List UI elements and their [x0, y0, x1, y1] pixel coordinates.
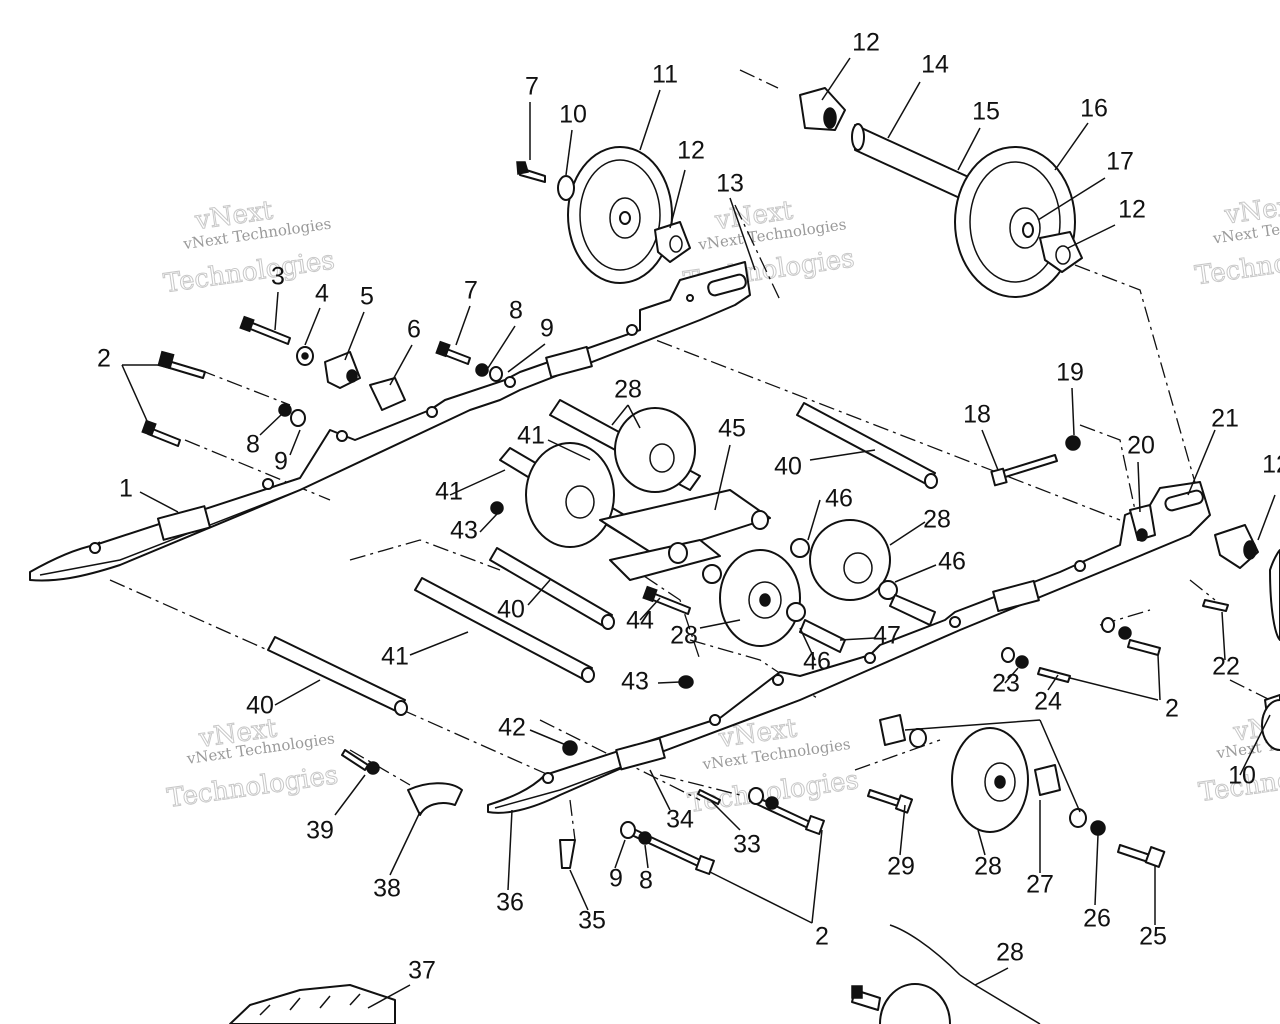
callout-38: 38	[373, 875, 401, 903]
callout-2: 2	[97, 345, 111, 373]
callout-45: 45	[718, 415, 746, 443]
callout-28: 28	[923, 506, 951, 534]
upper-idler-wheel-left	[516, 146, 691, 284]
callout-9: 9	[274, 448, 288, 476]
callout-42: 42	[498, 714, 526, 742]
callout-43: 43	[450, 517, 478, 545]
watermark-right-upper: vNext vNext Technologies Technologies	[1193, 189, 1280, 292]
callout-2: 2	[815, 923, 829, 951]
callout-9: 9	[540, 315, 554, 343]
hardware-lower-left	[341, 740, 825, 875]
right-edge-fragments	[1261, 549, 1280, 751]
callout-46: 46	[938, 548, 966, 576]
callout-25: 25	[1139, 923, 1167, 951]
hardware-right-rear	[990, 435, 1280, 726]
callout-4: 4	[315, 280, 329, 308]
callout-37: 37	[408, 957, 436, 985]
callout-8: 8	[639, 867, 653, 895]
callout-28: 28	[670, 622, 698, 650]
callout-5: 5	[360, 283, 374, 311]
callout-28: 28	[996, 939, 1024, 967]
callout-40: 40	[497, 596, 525, 624]
callout-47: 47	[873, 622, 901, 650]
callout-18: 18	[963, 401, 991, 429]
callout-41: 41	[517, 422, 545, 450]
left-slide-rail	[29, 261, 751, 582]
callout-41: 41	[435, 478, 463, 506]
callout-44: 44	[626, 607, 654, 635]
callout-28: 28	[614, 376, 642, 404]
callout-26: 26	[1083, 905, 1111, 933]
callout-46: 46	[825, 485, 853, 513]
callout-33: 33	[733, 831, 761, 859]
callout-40: 40	[246, 692, 274, 720]
callout-3: 3	[271, 263, 285, 291]
callout-20: 20	[1127, 432, 1155, 460]
callout-27: 27	[1026, 871, 1054, 899]
callout-12: 12	[677, 137, 705, 165]
cross-shafts	[267, 402, 938, 716]
callout-numbers: 12 14 11 7 10 15 16 12 13 17 12 3 4 5 7 …	[97, 29, 1280, 985]
callout-36: 36	[496, 889, 524, 917]
watermark-left-lower: vNext vNext Technologies Technologies	[165, 713, 341, 815]
bottom-track-fragment	[229, 984, 396, 1024]
callout-12: 12	[1262, 451, 1280, 479]
callout-41: 41	[381, 643, 409, 671]
callout-10: 10	[559, 101, 587, 129]
watermark-text: Technologies	[165, 760, 340, 814]
bottom-wheel-fragment	[851, 924, 1041, 1024]
watermark-left-upper: vNext vNext Technologies Technologies	[161, 195, 337, 300]
callout-35: 35	[578, 907, 606, 935]
callout-39: 39	[306, 817, 334, 845]
callout-10: 10	[1228, 762, 1256, 790]
center-wheel-assembly	[490, 399, 771, 581]
callout-9: 9	[609, 865, 623, 893]
callout-24: 24	[1034, 688, 1062, 716]
callout-29: 29	[887, 853, 915, 881]
hardware-left-upper	[141, 315, 503, 447]
callout-34: 34	[666, 806, 694, 834]
callout-40: 40	[774, 453, 802, 481]
callout-15: 15	[972, 98, 1000, 126]
lower-rear-wheel	[867, 714, 1166, 868]
callout-8: 8	[509, 297, 523, 325]
callout-19: 19	[1056, 359, 1084, 387]
callout-6: 6	[407, 316, 421, 344]
callout-14: 14	[921, 51, 949, 79]
upper-idler-wheel-right	[799, 87, 1083, 298]
callout-23: 23	[992, 670, 1020, 698]
callout-7: 7	[464, 277, 478, 305]
callout-21: 21	[1211, 405, 1239, 433]
callout-17: 17	[1106, 148, 1134, 176]
callout-12: 12	[852, 29, 880, 57]
callout-2: 2	[1165, 695, 1179, 723]
callout-7: 7	[525, 73, 539, 101]
callout-11: 11	[652, 61, 678, 89]
callout-28: 28	[974, 853, 1002, 881]
callout-13: 13	[716, 170, 744, 198]
callout-43: 43	[621, 668, 649, 696]
leader-lines	[121, 57, 1276, 1009]
callout-22: 22	[1212, 653, 1240, 681]
callout-8: 8	[246, 431, 260, 459]
watermark-text: Technologies	[162, 246, 337, 300]
lower-center-wheels	[642, 519, 936, 689]
callout-16: 16	[1080, 95, 1108, 123]
callout-1: 1	[119, 475, 133, 503]
watermark-text: Technologies	[1193, 238, 1280, 292]
callout-46: 46	[803, 648, 831, 676]
callout-12: 12	[1118, 196, 1146, 224]
